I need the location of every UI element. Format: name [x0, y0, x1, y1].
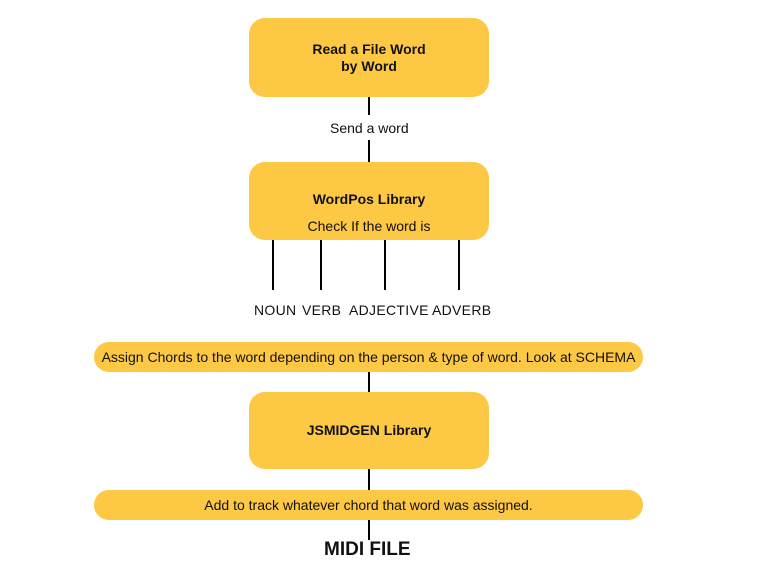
pos-adverb-label: ADVERB [432, 302, 492, 318]
read-file-line2: by Word [341, 57, 397, 74]
connector-assign-to-jsmidgen [368, 372, 370, 392]
assign-chords-text: Assign Chords to the word depending on t… [101, 349, 636, 365]
add-track-node: Add to track whatever chord that word wa… [94, 490, 643, 520]
connector-read-to-send [368, 97, 370, 115]
read-file-line1: Read a File Word [312, 40, 426, 57]
connector-verb [320, 240, 322, 290]
wordpos-node: WordPos Library Check If the word is [249, 162, 489, 240]
connector-jsmidgen-to-add [368, 469, 370, 490]
wordpos-title: WordPos Library [312, 191, 426, 207]
jsmidgen-node: JSMIDGEN Library [249, 392, 489, 469]
pos-adjective-label: ADJECTIVE [349, 302, 429, 318]
connector-adjective [384, 240, 386, 290]
pos-verb-label: VERB [302, 302, 342, 318]
connector-send-to-wordpos [368, 140, 370, 162]
midi-file-output: MIDI FILE [324, 539, 411, 560]
connector-add-to-output [368, 520, 370, 540]
read-file-node: Read a File Word by Word [249, 18, 489, 97]
assign-chords-node: Assign Chords to the word depending on t… [94, 342, 643, 372]
pos-noun-label: NOUN [254, 302, 297, 318]
connector-noun [272, 240, 274, 290]
connector-adverb [458, 240, 460, 290]
wordpos-subtitle: Check If the word is [307, 218, 431, 234]
add-track-text: Add to track whatever chord that word wa… [204, 497, 533, 513]
jsmidgen-title: JSMIDGEN Library [306, 422, 432, 438]
send-word-label: Send a word [330, 120, 409, 136]
